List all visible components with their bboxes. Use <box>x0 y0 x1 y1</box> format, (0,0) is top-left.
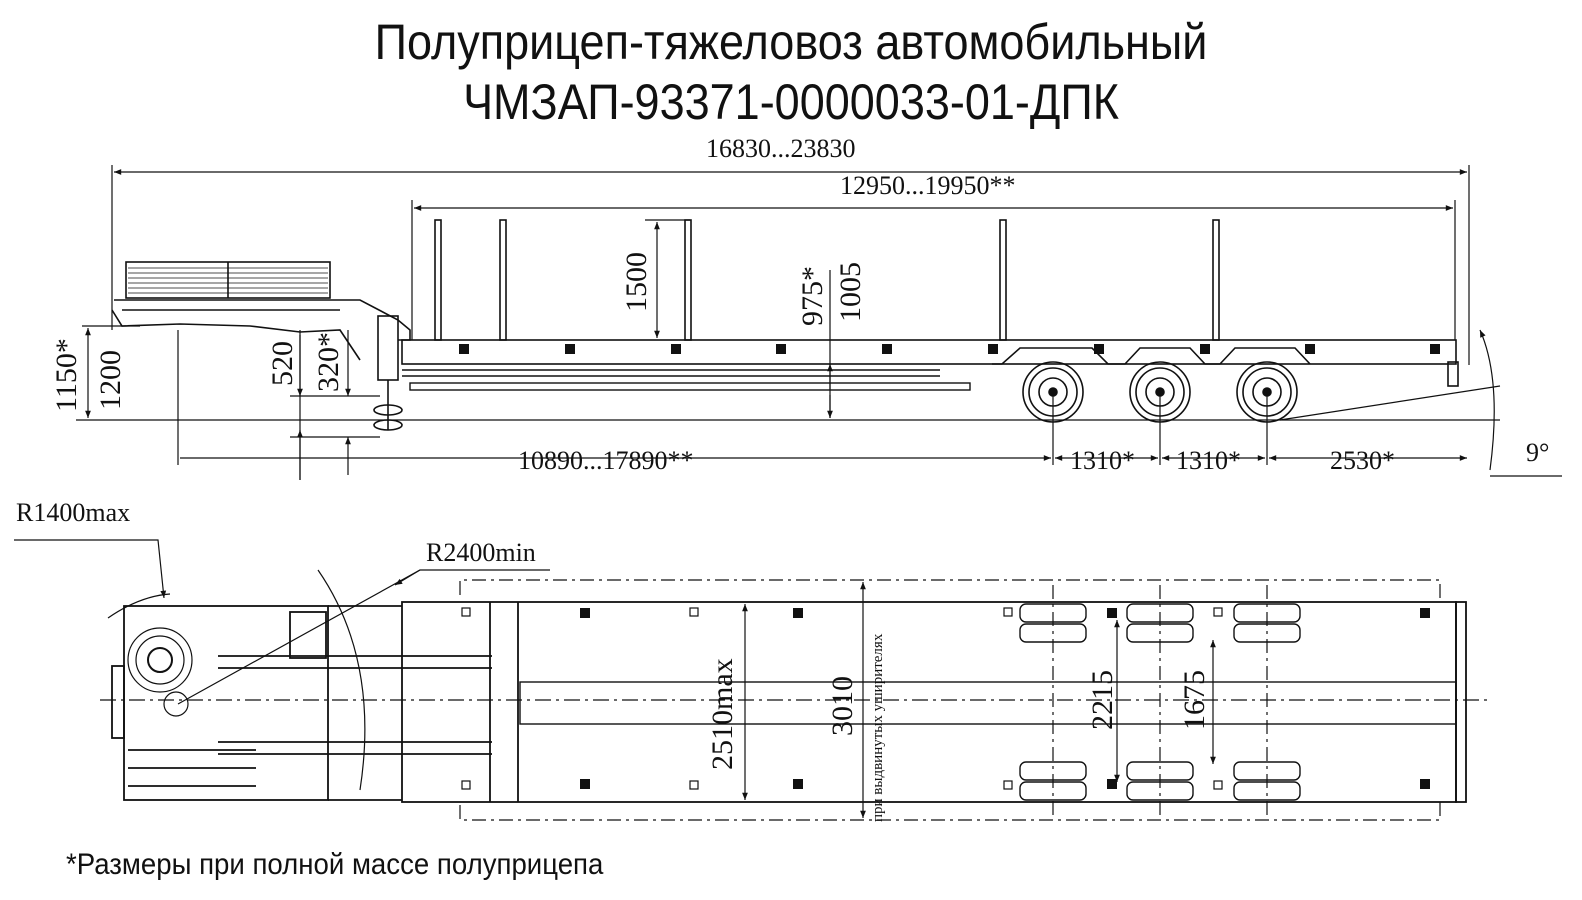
footnote: *Размеры при полной массе полуприцепа <box>66 848 604 881</box>
gooseneck <box>111 261 411 431</box>
dim-landing-gear-travel: 520 <box>266 341 299 386</box>
dim-width-extended-note: при выдвинутых уширителях <box>870 633 886 822</box>
dim-overall-length: 16830...23830 <box>706 134 856 163</box>
dim-width-extended: 3010 <box>826 676 859 736</box>
dim-fifth-wheel-height: 1200 <box>94 350 127 410</box>
dim-platform-height: 1005 <box>834 262 867 322</box>
dim-platform-length: 12950...19950** <box>840 171 1016 200</box>
dim-track-inner: 1675 <box>1178 670 1211 730</box>
drawing-title-line1: Полуприцеп-тяжеловоз автомобильный <box>374 14 1208 70</box>
dim-kingpin-radius: R2400min <box>426 538 536 567</box>
axle-bogie <box>992 347 1311 423</box>
dim-stake-height: 1500 <box>620 252 653 312</box>
platform-deck <box>401 219 1459 391</box>
top-view <box>14 539 1490 821</box>
dim-fifth-wheel-height-loaded: 1150* <box>50 338 83 412</box>
side-view <box>76 165 1562 480</box>
dim-departure-angle: 9° <box>1526 438 1550 467</box>
dim-track-outer: 2215 <box>1086 670 1119 730</box>
dim-rear-overhang: 2530* <box>1330 446 1395 475</box>
dim-axle-spacing-2: 1310* <box>1176 446 1241 475</box>
drawing-title-line2: ЧМЗАП-93371-0000033-01-ДПК <box>463 74 1119 130</box>
dim-front-swing-radius: R1400max <box>16 498 131 527</box>
dim-landing-gear-clearance: 320* <box>312 332 345 392</box>
dim-width-max: 2510max <box>706 658 739 770</box>
dim-platform-height-loaded: 975* <box>796 266 829 326</box>
dim-kingpin-to-axle: 10890...17890** <box>518 446 694 475</box>
dim-axle-spacing-1: 1310* <box>1070 446 1135 475</box>
